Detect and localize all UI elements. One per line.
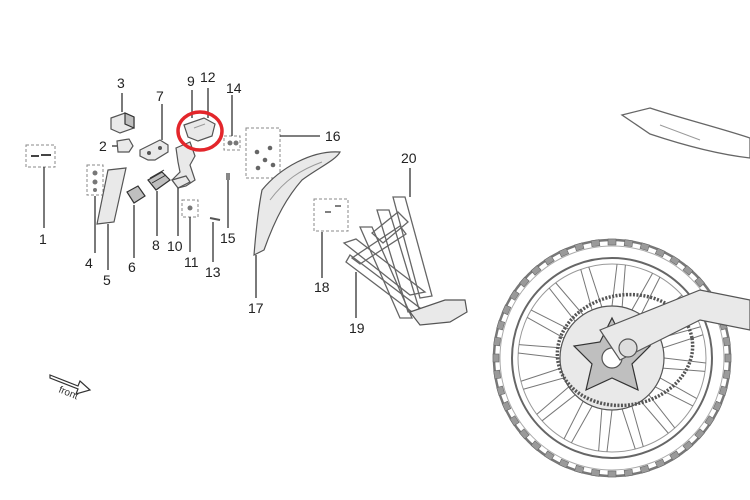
tire-tread — [590, 468, 601, 477]
tire-tread — [543, 450, 555, 461]
callout-3: 3 — [117, 75, 125, 91]
part-6-switch — [126, 185, 146, 258]
front-direction-indicator: front — [49, 374, 92, 402]
tire-tread — [501, 400, 512, 412]
part-2-clip — [112, 138, 134, 153]
rear-seat-tail — [620, 107, 750, 159]
tire-tread — [530, 440, 542, 451]
tire-tread — [493, 336, 502, 347]
rear-wheel — [492, 238, 750, 478]
callout-4: 4 — [85, 255, 93, 271]
part-5-plate — [96, 167, 127, 270]
tire-tread — [492, 353, 500, 363]
tire-tread — [530, 265, 542, 276]
tire-tread — [669, 450, 681, 461]
tire-tread — [623, 468, 634, 477]
tire-tread — [682, 440, 694, 451]
tire-tread — [722, 369, 731, 380]
part-16-hardware — [245, 127, 320, 179]
tire-tread — [712, 400, 723, 412]
tire-tread — [501, 304, 512, 316]
callout-2: 2 — [99, 138, 107, 154]
tire-tread — [694, 428, 705, 440]
part-7-bracket — [139, 104, 169, 161]
callout-1: 1 — [39, 231, 47, 247]
callout-numbers: 1 2 3 4 5 6 7 8 9 10 11 12 13 14 15 16 1… — [39, 69, 417, 336]
tire-tread — [558, 458, 570, 469]
callout-13: 13 — [205, 264, 221, 280]
part-14-nuts — [223, 95, 241, 151]
callout-12: 12 — [200, 69, 216, 85]
tire-tread — [574, 242, 585, 252]
callout-14: 14 — [226, 80, 242, 96]
tire-tread — [669, 255, 681, 266]
tire-tread — [607, 470, 617, 478]
callout-8: 8 — [152, 237, 160, 253]
part-18-screws — [313, 198, 349, 278]
tire-tread — [694, 276, 705, 288]
part-4-fasteners — [86, 164, 104, 253]
callout-18: 18 — [314, 279, 330, 295]
tire-tread — [493, 369, 502, 380]
tire-tread — [704, 415, 715, 427]
tire-tread — [639, 464, 650, 474]
part-17-fender — [253, 151, 341, 298]
callout-16: 16 — [325, 128, 341, 144]
callout-10: 10 — [167, 238, 183, 254]
callout-5: 5 — [103, 272, 111, 288]
tire-tread — [509, 289, 520, 301]
callout-11: 11 — [184, 254, 199, 270]
tire-tread — [654, 458, 666, 469]
tire-tread — [639, 242, 650, 252]
tire-tread — [718, 385, 728, 396]
tire-tread — [722, 336, 731, 347]
tire-tread — [496, 320, 506, 331]
callout-20: 20 — [401, 150, 417, 166]
tire-tread — [590, 239, 601, 248]
tire-tread — [682, 265, 694, 276]
callout-6: 6 — [128, 259, 136, 275]
part-3-relay — [110, 93, 135, 134]
callout-7: 7 — [156, 88, 164, 104]
callout-17: 17 — [248, 300, 264, 316]
tire-tread — [623, 239, 634, 248]
tire-tread — [496, 385, 506, 396]
tire-tread — [574, 464, 585, 474]
tire-tread — [543, 255, 555, 266]
part-11-fasteners — [181, 199, 199, 252]
part-15-bolt — [226, 173, 230, 228]
tire-tread — [654, 247, 666, 258]
tire-tread — [519, 276, 530, 288]
callout-19: 19 — [349, 320, 365, 336]
tire-tread — [519, 428, 530, 440]
part-1-bolts — [25, 144, 56, 228]
tire-tread — [509, 415, 520, 427]
part-20-subframe — [342, 168, 468, 326]
tire-tread — [724, 353, 732, 363]
highlight-circle — [176, 110, 224, 152]
part-13-screw — [209, 217, 221, 262]
callout-15: 15 — [220, 230, 236, 246]
tire-tread — [607, 238, 617, 246]
tire-tread — [558, 247, 570, 258]
callout-9: 9 — [187, 73, 195, 89]
part-8-connector — [147, 169, 171, 236]
